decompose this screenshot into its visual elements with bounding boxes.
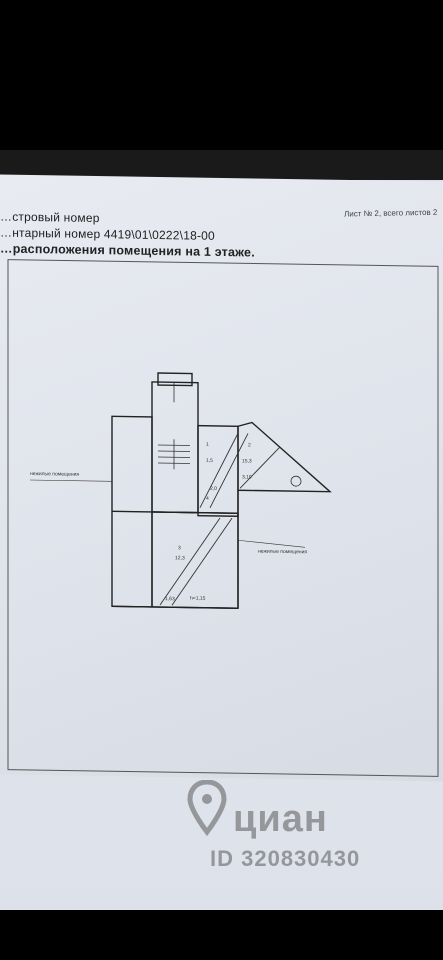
dimension-label: 1,63 (165, 596, 175, 602)
watermark-brand: циан (233, 798, 328, 840)
dimension-label: 12,3 (175, 555, 185, 561)
label-left-premises: нежилые помещения (30, 471, 79, 478)
dimension-label: 1,5 (206, 458, 213, 464)
room-number-1: 1 (206, 442, 209, 448)
room-number-3: 3 (178, 545, 181, 551)
dimension-label: 15,3 (242, 458, 252, 464)
dimension-label: h=1,15 (190, 596, 206, 602)
dimension-label: 3,10 (242, 474, 252, 480)
room-number-2: 2 (248, 442, 251, 448)
paper-sheet: Лист № 2, всего листов 2 …стровый номер … (0, 174, 443, 782)
floor-plan-drawing: нежилые помещения нежилые помещения 1 2 … (7, 259, 439, 777)
watermark-listing-id: ID 320830430 (210, 846, 361, 871)
document-photo: Лист № 2, всего листов 2 …стровый номер … (0, 150, 443, 910)
label-right-premises: нежилые помещения (258, 549, 307, 556)
dimension-label: 2,0 (210, 486, 217, 492)
cian-watermark: циан ID 320830430 (185, 780, 415, 890)
location-pin-icon (187, 780, 227, 837)
room-number-4: 4 (206, 496, 209, 502)
